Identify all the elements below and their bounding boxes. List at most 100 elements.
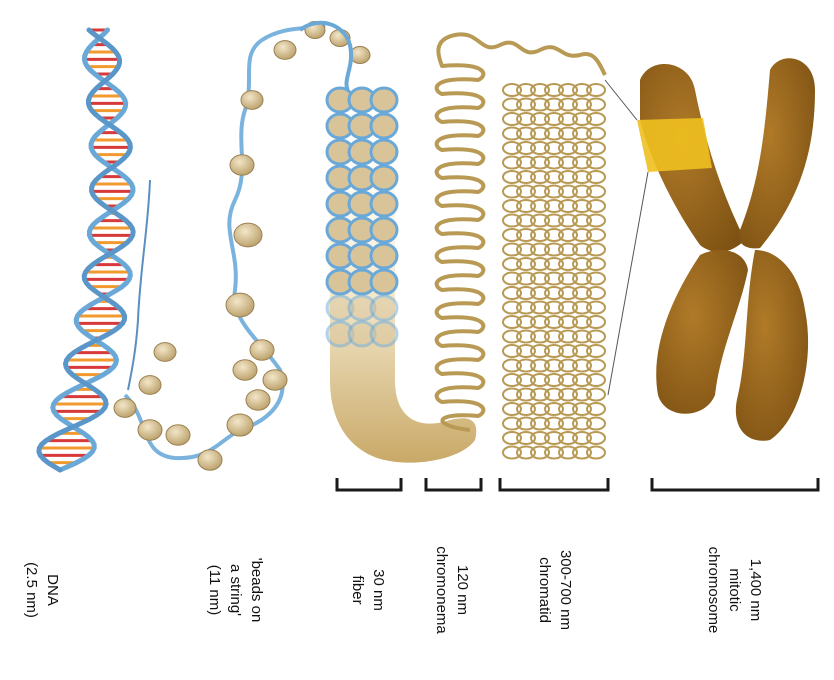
fiber-nucleosome — [369, 86, 399, 114]
chromatid-coil — [572, 329, 592, 344]
chromatid-coil — [572, 286, 592, 300]
chromatid-coil — [516, 344, 536, 358]
label-beads-line2: a string' — [227, 563, 245, 617]
chromatid-coil — [516, 300, 536, 315]
chromatid-coil — [544, 213, 564, 228]
chromatid-coil — [586, 184, 606, 199]
chromatid-coil — [502, 431, 522, 445]
chromosome-highlight-band — [637, 118, 712, 172]
chromatid-coil — [586, 387, 606, 402]
label-chromosome-line3: chromosome — [705, 546, 723, 634]
chromatid-coil — [544, 184, 564, 199]
chromatid-coil — [544, 431, 564, 445]
label-chromosome: 1,400 nm mitotic chromosome — [705, 500, 765, 680]
label-beads: 'beads on a string' (11 nm) — [206, 500, 266, 680]
chromatid-coil — [516, 228, 536, 242]
chromatid-coil — [544, 329, 564, 344]
chromatid-coil — [572, 257, 592, 271]
chromatid-coil — [558, 300, 578, 315]
label-chromonema: 120 nm chromonema — [422, 500, 482, 680]
label-fiber: 30 nm fiber — [338, 500, 398, 680]
chromatid-coil — [558, 315, 578, 329]
fiber-nucleosome — [369, 138, 399, 166]
nucleosome-bead — [197, 449, 223, 471]
chromatid-coil — [530, 271, 550, 286]
chromatid-coil — [530, 242, 550, 257]
nucleosome-bead — [245, 389, 271, 411]
chromatid-coil — [516, 402, 536, 416]
chromatid-coil — [502, 445, 522, 460]
chromatid-coil — [558, 213, 578, 228]
chromatid-coil — [586, 242, 606, 257]
chromatid-coil — [572, 126, 592, 141]
chromatid-coil — [572, 300, 592, 315]
chromatid-coil — [586, 126, 606, 141]
chromatid-coil — [530, 199, 550, 213]
120nm-chromonema — [434, 32, 607, 432]
chromatid-coil — [544, 300, 564, 315]
chromatid-coil — [558, 184, 578, 199]
chromatid-coil — [530, 126, 550, 141]
chromatid-coil — [558, 141, 578, 155]
fiber-top-coil — [298, 20, 354, 97]
300-700nm-chromatid — [502, 83, 606, 460]
bracket-1400nm — [650, 478, 820, 492]
chromatid-coil — [544, 286, 564, 300]
chromatid-coil — [544, 112, 564, 126]
chromatid-coil — [558, 387, 578, 402]
chromatid-coil — [558, 170, 578, 184]
chromatid-coil — [558, 242, 578, 257]
fiber-nucleosome — [369, 242, 399, 270]
chromatid-coil — [516, 329, 536, 344]
chromatid-coil — [544, 228, 564, 242]
chromatid-coil — [516, 213, 536, 228]
chromatid-coil — [530, 97, 550, 112]
nucleosome-bead — [137, 419, 163, 441]
chromatid-coil — [530, 358, 550, 373]
chromatid-coil — [558, 358, 578, 373]
chromatid-coil — [530, 213, 550, 228]
fiber-nucleosome — [369, 320, 399, 348]
chromatid-coil — [586, 402, 606, 416]
chromatid-coil — [516, 373, 536, 387]
nucleosome-bead — [226, 413, 254, 437]
chromatid-coil — [544, 97, 564, 112]
chromosome-arm-top-right — [738, 58, 815, 249]
fiber-nucleosomes — [325, 86, 399, 348]
chromatid-coil — [502, 286, 522, 300]
nucleosome-bead — [273, 40, 297, 60]
chromatid-coil — [572, 358, 592, 373]
chromatid-coil — [530, 83, 550, 97]
chromatid-coil — [572, 373, 592, 387]
chromatid-coil — [530, 141, 550, 155]
chromatid-coil — [502, 344, 522, 358]
mitotic-chromosome — [604, 58, 815, 441]
chromatid-coil — [530, 228, 550, 242]
chromatid-coil — [544, 373, 564, 387]
label-chromatid: 300-700 nm chromatid — [525, 500, 585, 680]
chromatid-coil — [586, 83, 606, 97]
chromatid-coil — [558, 228, 578, 242]
chromonema-loops — [434, 32, 607, 432]
chromatid-coil — [586, 213, 606, 228]
chromatid-coil — [558, 445, 578, 460]
chromatid-coil — [586, 228, 606, 242]
chromatid-coil — [558, 329, 578, 344]
nucleosome-bead — [232, 359, 258, 381]
chromatid-coil — [530, 329, 550, 344]
chromatid-coil — [502, 126, 522, 141]
nucleosome-bead — [138, 375, 162, 395]
chromatid-coil — [530, 286, 550, 300]
chromatid-coil — [586, 315, 606, 329]
chromatid-coil — [502, 416, 522, 431]
chromatid-coil — [572, 141, 592, 155]
fiber-nucleosome — [369, 190, 399, 218]
chromatid-coil — [530, 155, 550, 170]
fiber-nucleosome — [369, 112, 399, 140]
chromatid-coil — [586, 199, 606, 213]
chromatid-coil — [558, 112, 578, 126]
label-fiber-line1: 30 nm — [370, 569, 387, 611]
label-chromosome-line1: 1,400 nm — [747, 558, 765, 622]
chromatid-coil — [530, 344, 550, 358]
chromatid-coil — [502, 228, 522, 242]
